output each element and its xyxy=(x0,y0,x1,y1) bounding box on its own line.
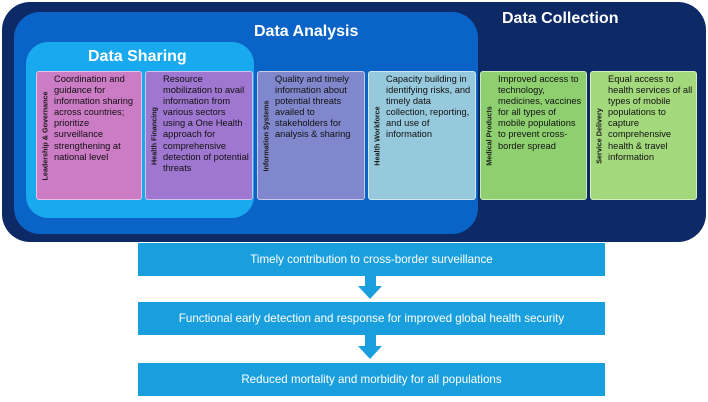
data-sharing-title: Data Sharing xyxy=(88,48,187,65)
pillar-side-label: Health Financing xyxy=(149,106,159,165)
pillar-health-workforce: Health Workforce Capacity building in id… xyxy=(368,71,476,200)
pillar-medical-products: Medical Products Improved access to tech… xyxy=(480,71,587,200)
outcome-box: Timely contribution to cross-border surv… xyxy=(138,243,605,276)
arrow-stem xyxy=(365,276,376,286)
pillar-leadership-governance: Leadership & Governance Coordination and… xyxy=(36,71,142,200)
pillar-health-financing: Health Financing Resource mobilization t… xyxy=(145,71,253,200)
pillar-side-label: Leadership & Governance xyxy=(40,90,50,181)
outcome-box: Reduced mortality and morbidity for all … xyxy=(138,363,605,396)
pillar-side-label: Medical Products xyxy=(484,105,494,166)
pillar-description: Quality and timely information about pot… xyxy=(275,74,351,140)
pillar-description: Equal access to health services of all t… xyxy=(608,74,693,162)
pillar-service-delivery: Service Delivery Equal access to health … xyxy=(590,71,697,200)
pillar-description: Coordination and guidance for informatio… xyxy=(54,74,134,162)
pillar-side-label: Service Delivery xyxy=(594,107,604,164)
outcome-box: Functional early detection and response … xyxy=(138,302,605,335)
pillar-side-label: Information Systems xyxy=(261,99,271,172)
pillar-side-label: Health Workforce xyxy=(372,105,382,166)
down-arrow-icon xyxy=(358,346,382,359)
pillar-description: Resource mobilization to avail informati… xyxy=(163,74,249,173)
down-arrow-icon xyxy=(358,286,382,299)
data-analysis-title: Data Analysis xyxy=(254,23,359,40)
arrow-stem xyxy=(365,335,376,346)
pillar-description: Improved access to technology, medicines… xyxy=(498,74,582,151)
pillar-information-systems: Information Systems Quality and timely i… xyxy=(257,71,365,200)
data-collection-title: Data Collection xyxy=(502,10,619,27)
pillar-description: Capacity building in identifying risks, … xyxy=(386,74,471,140)
